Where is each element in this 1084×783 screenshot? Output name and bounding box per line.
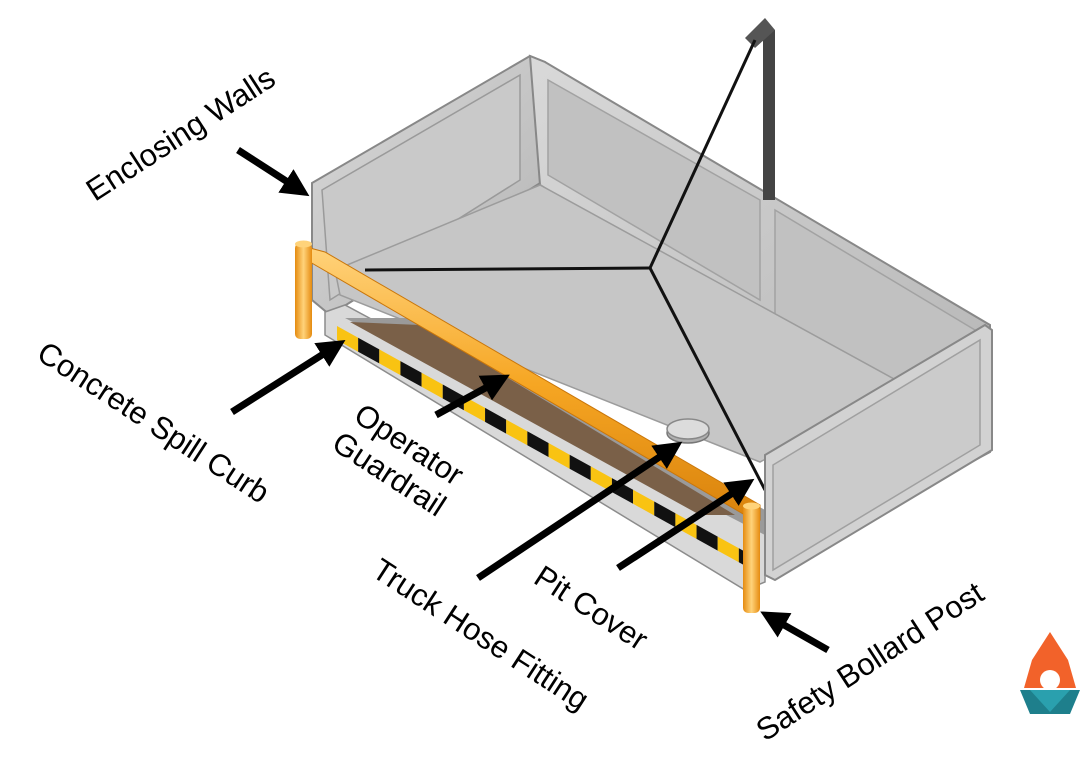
front-wall	[764, 323, 993, 582]
label-concrete-spill-curb: Concrete Spill Curb	[31, 335, 275, 511]
hazard-stripe	[421, 372, 443, 399]
hazard-stripe	[379, 349, 401, 376]
hazard-stripe	[696, 524, 718, 551]
arrow-icon	[476, 441, 683, 581]
hazard-stripe	[633, 489, 655, 516]
hazard-stripe	[590, 466, 612, 493]
hazard-stripe	[337, 326, 359, 352]
hazard-stripe	[506, 419, 528, 446]
arrow-icon	[236, 147, 310, 197]
hazard-stripe	[463, 396, 486, 422]
arrow-icon	[230, 339, 346, 415]
hazard-stripe	[569, 454, 591, 481]
arrow-icon	[434, 374, 510, 419]
logo-icon	[1020, 632, 1080, 714]
hazard-stripe	[527, 431, 549, 457]
label-pit-cover: Pit Cover	[528, 559, 654, 658]
hazard-stripe	[358, 337, 380, 364]
hazard-stripe	[654, 501, 676, 528]
lift-pole	[745, 18, 775, 200]
label-safety-bollard-post: Safety Bollard Post	[750, 575, 990, 748]
hazard-stripe	[485, 407, 507, 434]
label-enclosing-walls: Enclosing Walls	[80, 60, 282, 208]
pit-cover-disc	[666, 418, 710, 444]
hazard-stripe	[548, 443, 570, 469]
hazard-stripe	[400, 361, 422, 387]
arrow-icon	[616, 478, 755, 571]
hazard-stripe	[717, 536, 739, 563]
safety-bollard-post	[743, 502, 760, 613]
arrow-icon	[760, 611, 830, 654]
lift-cables	[364, 39, 767, 491]
hazard-stripes	[337, 326, 760, 574]
